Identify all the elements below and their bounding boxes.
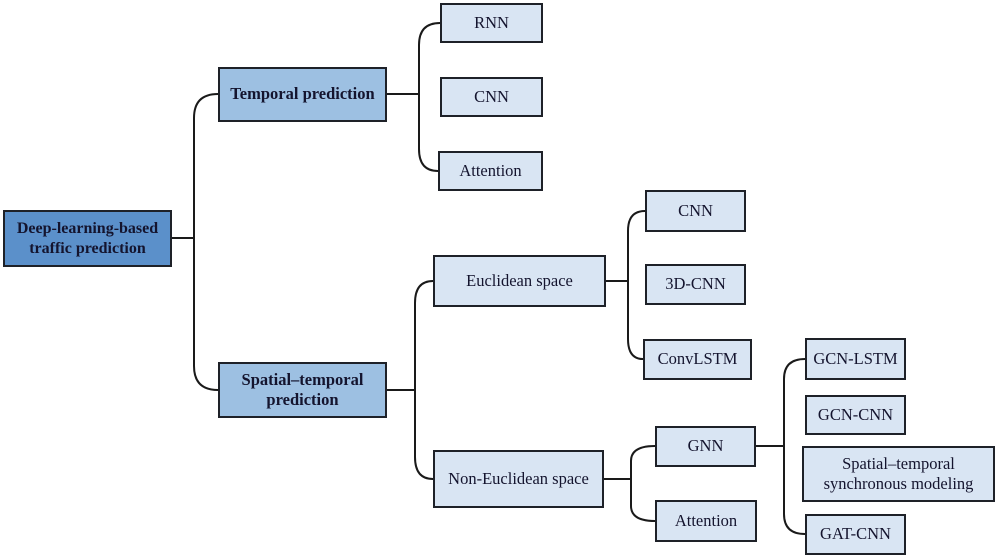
node-attention-temporal: Attention — [438, 151, 543, 191]
edge-spatial-brace — [414, 280, 434, 480]
node-euclidean-space: Euclidean space — [433, 255, 606, 307]
edge-root-brace — [193, 93, 219, 391]
node-spatial-temporal-synchronous-modeling: Spatial–temporal synchronous modeling — [802, 446, 995, 502]
node-non-euclidean-space: Non-Euclidean space — [433, 450, 604, 508]
node-deep-learning-based-traffic-prediction: Deep-learning-based traffic prediction — [3, 210, 172, 267]
node-temporal-prediction: Temporal prediction — [218, 67, 387, 122]
edge-temporal-brace — [418, 22, 441, 172]
node-gcn-cnn: GCN-CNN — [805, 395, 906, 435]
node-rnn: RNN — [440, 3, 543, 43]
edge-non-euclidean-brace — [630, 445, 656, 522]
node-cnn-euclidean: CNN — [645, 190, 746, 232]
node-3d-cnn: 3D-CNN — [645, 264, 746, 305]
node-gcn-lstm: GCN-LSTM — [805, 338, 906, 380]
edge-euclidean-brace — [627, 210, 646, 360]
node-attention-non-euclidean: Attention — [655, 500, 757, 542]
node-cnn-temporal: CNN — [440, 77, 543, 117]
node-spatial-temporal-prediction: Spatial–temporal prediction — [218, 362, 387, 418]
node-gat-cnn: GAT-CNN — [805, 514, 906, 555]
edge-gnn-brace — [783, 358, 806, 535]
node-convlstm: ConvLSTM — [643, 339, 752, 380]
node-gnn: GNN — [655, 426, 756, 467]
